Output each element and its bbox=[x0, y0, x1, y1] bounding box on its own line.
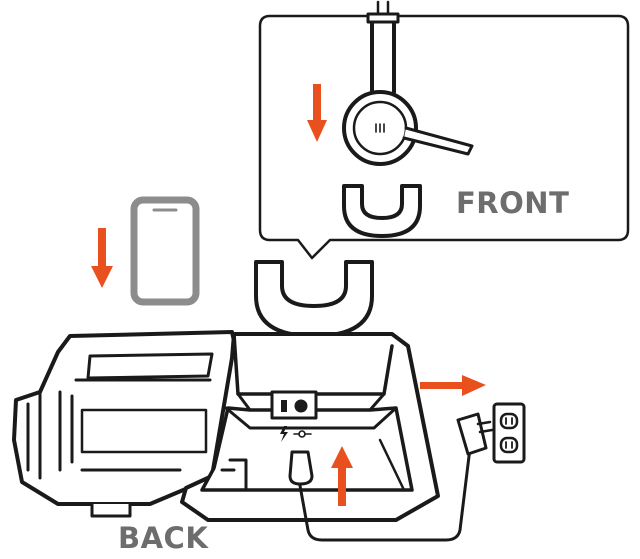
dc-power-symbol-icon bbox=[293, 427, 312, 438]
usb-port bbox=[281, 400, 287, 412]
lightning-bolt-icon bbox=[280, 426, 288, 442]
callout-cradle bbox=[342, 184, 422, 238]
power-port-panel bbox=[270, 390, 318, 442]
plug-in-outlet-arrow bbox=[420, 375, 486, 396]
phone-placement bbox=[91, 196, 200, 306]
front-label: FRONT bbox=[456, 186, 570, 220]
back-label: BACK bbox=[118, 521, 209, 555]
ac-adapter bbox=[456, 412, 494, 456]
headset-earpiece bbox=[342, 90, 474, 166]
headset-logo-mark bbox=[375, 123, 385, 133]
front-callout bbox=[258, 0, 630, 260]
base-headset-cradle bbox=[254, 260, 374, 338]
power-plug bbox=[288, 450, 314, 486]
phone-icon bbox=[130, 196, 200, 306]
wall-outlet bbox=[492, 402, 526, 464]
base-front-frame bbox=[180, 332, 440, 522]
connect-power-arrow bbox=[331, 446, 353, 506]
power-jack bbox=[294, 399, 308, 413]
headset-headband bbox=[366, 0, 400, 94]
insert-phone-arrow bbox=[91, 228, 113, 288]
power-cable bbox=[288, 446, 472, 542]
insert-headset-arrow bbox=[307, 84, 327, 142]
